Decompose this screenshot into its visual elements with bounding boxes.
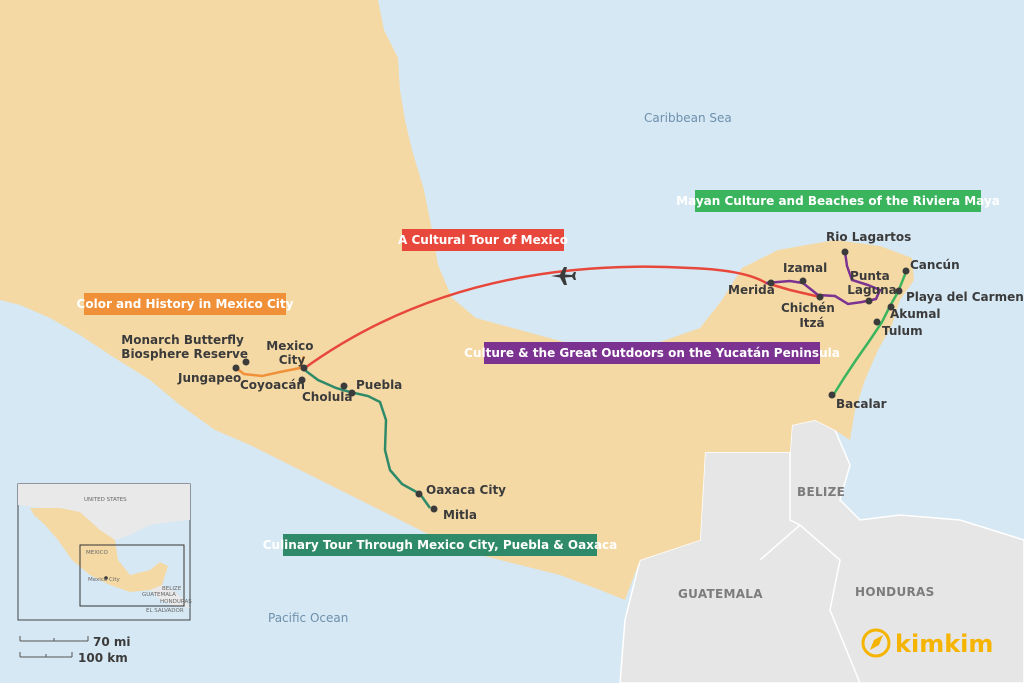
inset-mexico-label: MEXICO [86,550,108,556]
city-labels: Monarch Butterfly Biosphere Reserve Jung… [121,230,1023,522]
label-cholula: Cholula [302,390,352,404]
route-label-mayan-culture-text: Mayan Culture and Beaches of the Riviera… [676,194,1000,208]
inset-belize-label: BELIZE [162,586,182,592]
marker-puebla [340,382,348,390]
label-izamal: Izamal [783,261,827,275]
inset-central-america [150,585,190,608]
caribbean-sea-label: Caribbean Sea [644,111,732,125]
marker-izamal [799,277,807,285]
inset-guatemala-label: GUATEMALA [142,592,176,598]
marker-rio-lagartos [841,248,849,256]
inset-honduras-label: HONDURAS [160,599,192,605]
scale-km-label: 100 km [78,651,128,665]
label-playa: Playa del Carmen [906,290,1024,304]
route-label-mayan-culture[interactable]: Mayan Culture and Beaches of the Riviera… [676,190,1000,212]
route-label-color-history-text: Color and History in Mexico City [77,297,294,311]
label-monarch: Monarch Butterfly Biosphere Reserve [121,333,248,361]
mexico-land [0,0,914,600]
label-oaxaca: Oaxaca City [426,483,506,497]
route-label-great-outdoors[interactable]: Culture & the Great Outdoors on the Yuca… [464,342,840,364]
label-bacalar: Bacalar [836,397,887,411]
airplane-icon [551,267,576,285]
marker-cancun [902,267,910,275]
marker-punta-laguna [865,297,873,305]
inset-map: UNITED STATES MEXICO Mexico City BELIZE … [17,483,192,621]
label-mitla: Mitla [443,508,477,522]
label-merida: Merida [728,283,775,297]
scale-bar: 70 mi 100 km [19,635,131,665]
guatemala-label: GUATEMALA [678,587,763,601]
border-guatemala-belize [759,452,861,683]
label-cancun: Cancún [910,258,960,272]
scale-mi-label: 70 mi [93,635,131,649]
route-label-cultural-tour-text: A Cultural Tour of Mexico [398,233,568,247]
route-label-culinary-text: Culinary Tour Through Mexico City, Puebl… [263,538,618,552]
belize-label: BELIZE [797,485,845,499]
route-label-culinary[interactable]: Culinary Tour Through Mexico City, Puebl… [263,534,618,556]
honduras-label: HONDURAS [855,585,935,599]
marker-oaxaca [415,490,423,498]
inset-focus-box [79,544,185,607]
pacific-ocean-label: Pacific Ocean [268,611,348,625]
inset-us [18,484,190,540]
inset-mexico-city-label: Mexico City [88,577,120,583]
route-label-color-history[interactable]: Color and History in Mexico City [77,293,294,315]
route-cultural-tour [301,265,821,372]
compass-icon [861,628,891,658]
inset-mexico-city-dot [104,576,108,580]
city-markers [232,248,910,513]
label-jungapeo: Jungapeo [177,371,241,385]
label-coyoacan: Coyoacán [240,378,305,392]
label-rio-lagartos: Rio Lagartos [826,230,911,244]
logo-text: kimkim [895,630,993,658]
marker-mexico-city [300,364,308,372]
marker-jungapeo [232,364,240,372]
label-punta-laguna: Punta Laguna [847,269,897,297]
marker-mitla [430,505,438,513]
marker-chichen-itza [816,293,824,301]
inset-us-label: UNITED STATES [84,497,127,503]
marker-playa [895,287,903,295]
label-chichen-itza: Chichén Itzá [781,301,839,330]
marker-cholula [348,389,356,397]
label-akumal: Akumal [890,307,941,321]
route-label-cultural-tour[interactable]: A Cultural Tour of Mexico [398,229,568,251]
route-mayan-culture [832,271,908,395]
marker-bacalar [828,391,836,399]
kimkim-logo[interactable]: kimkim [861,628,993,658]
route-culinary [301,367,432,509]
label-tulum: Tulum [882,324,923,338]
marker-merida [767,279,775,287]
marker-akumal [887,303,895,311]
route-color-history [235,355,306,378]
inset-el-salvador-label: EL SALVADOR [146,608,184,614]
marker-tulum [873,318,881,326]
label-puebla: Puebla [356,378,402,392]
label-mexico-city: Mexico City [266,339,317,367]
inset-mexico [30,508,168,592]
route-label-great-outdoors-text: Culture & the Great Outdoors on the Yuca… [464,346,840,360]
marker-monarch [242,358,250,366]
marker-coyoacan [298,376,306,384]
